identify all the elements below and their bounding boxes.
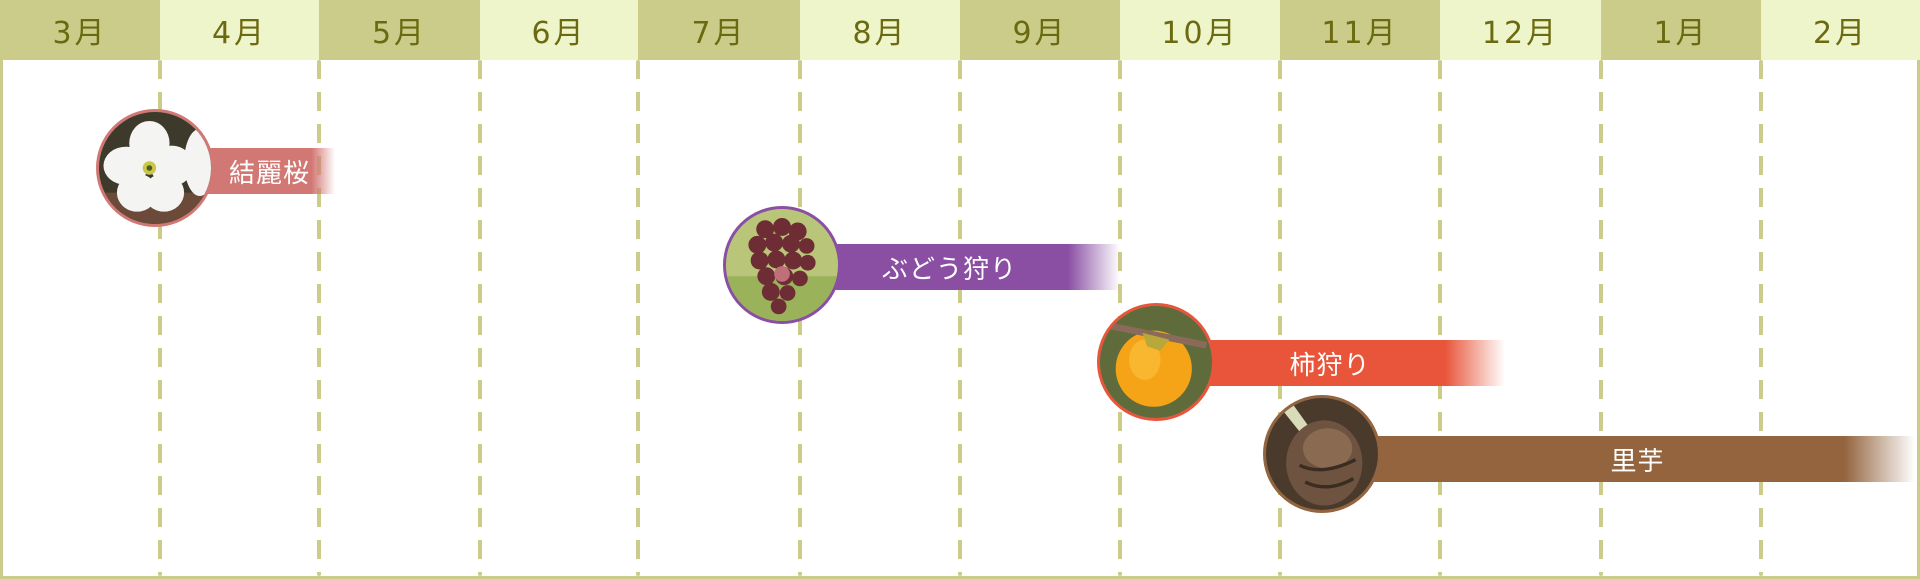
event-label: 結麗桜 [229,158,311,189]
month-august: 8月 [800,0,960,60]
persimmon-icon [1100,306,1212,418]
grid-divider [958,60,962,576]
grid-divider [636,60,640,576]
taro-icon [1266,398,1378,510]
event-bar-grape-picking[interactable]: ぶどう狩り [830,244,1120,290]
event-bar-yuri-sakura[interactable]: 結麗桜 [205,148,335,194]
month-header: 3月 4月 5月 6月 7月 8月 9月 10月 11月 12月 1月 2月 [0,0,1920,60]
month-january: 1月 [1601,0,1761,60]
month-march: 3月 [0,0,160,60]
taro-photo-icon [1263,395,1381,513]
event-label: 里芋 [1610,446,1665,477]
grapes-photo-icon [723,206,841,324]
month-november: 11月 [1280,0,1440,60]
grid-divider [1759,60,1763,576]
grid-divider [1278,60,1282,576]
event-label: ぶどう狩り [882,254,1018,285]
grid-divider [478,60,482,576]
month-june: 6月 [480,0,638,60]
month-july: 7月 [638,0,800,60]
month-february: 2月 [1761,0,1920,60]
grid-divider [1599,60,1603,576]
grid-divider [1438,60,1442,576]
month-may: 5月 [319,0,480,60]
cherry-blossom-icon [99,112,211,224]
grid-divider [317,60,321,576]
month-september: 9月 [960,0,1120,60]
grid-frame [0,60,1920,579]
grid-divider [158,60,162,576]
event-bar-persimmon-picking[interactable]: 柿狩り [1205,340,1505,386]
persimmon-photo-icon [1097,303,1215,421]
month-december: 12月 [1440,0,1601,60]
cherry-blossom-photo-icon [96,109,214,227]
event-label: 柿狩り [1289,350,1371,381]
grapes-icon [726,209,838,321]
event-bar-taro[interactable]: 里芋 [1370,436,1915,482]
month-october: 10月 [1120,0,1280,60]
month-april: 4月 [160,0,319,60]
